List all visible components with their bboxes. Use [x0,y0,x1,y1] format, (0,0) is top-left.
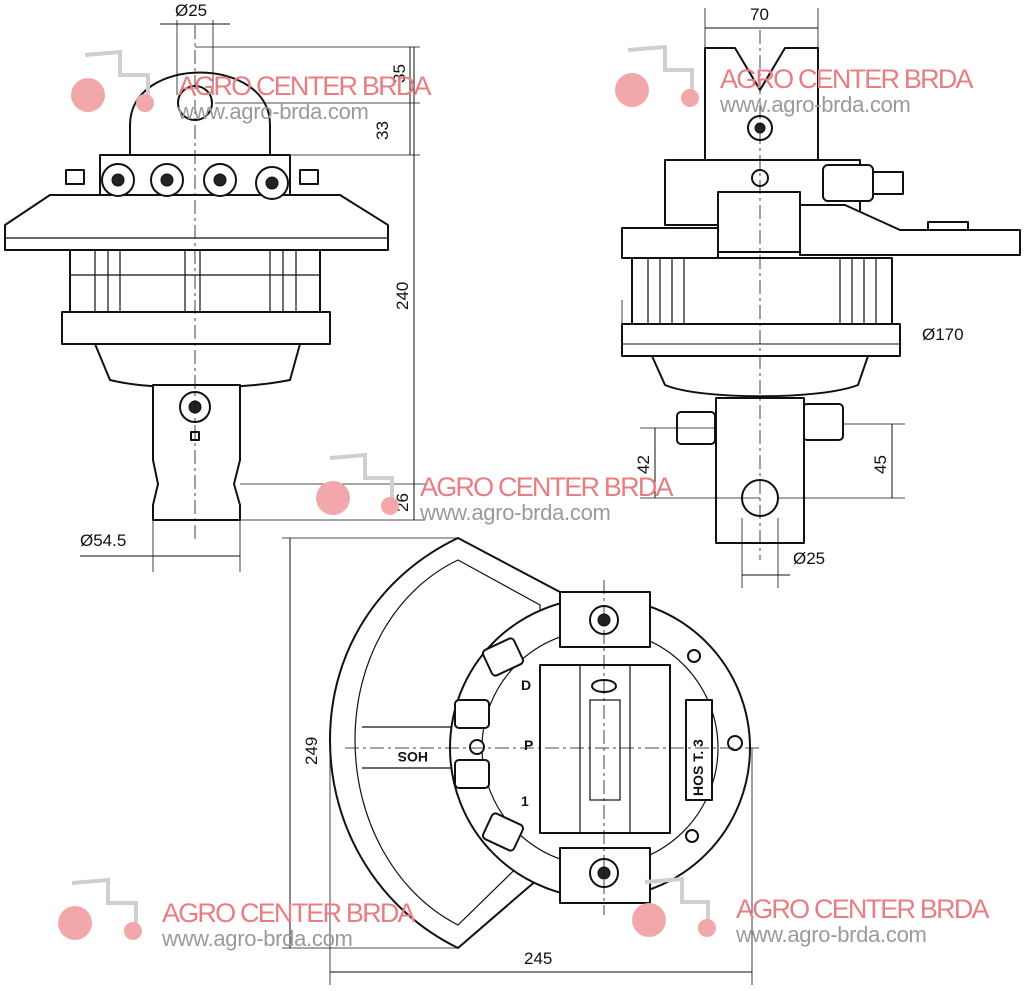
top-view-dimensions: 249 245 [282,537,753,985]
dim-side-45: 45 [871,455,890,474]
top-center-saddle [539,664,671,834]
watermark-brand: AGRO CENTER BRDA [420,472,674,502]
side-right-fitting [802,403,844,441]
tractor-icon [615,44,699,107]
side-body [631,257,893,325]
front-lower-flange [61,311,331,345]
front-view-dimensions: Ø25 35 33 240 26 Ø54.5 [80,1,425,572]
watermark-3: AGRO CENTER BRDA www.agro-brda.com [316,452,675,525]
tractor-icon [58,877,142,940]
watermark-url: www.agro-brda.com [735,922,927,947]
watermark-brand: AGRO CENTER BRDA [162,898,416,928]
dim-top-width: 245 [524,949,552,968]
dim-side-diameter: Ø170 [922,325,964,344]
top-plate-label: HOS [398,749,428,765]
dim-side-width: 70 [750,5,769,24]
side-shaft [715,397,805,544]
side-view-dimensions: 70 Ø170 42 45 Ø25 [621,5,964,588]
front-rotor-housing [94,343,301,389]
watermark-4: AGRO CENTER BRDA www.agro-brda.com [58,877,417,951]
side-lower-flange [621,323,901,357]
tractor-icon [71,49,154,112]
dim-front-33: 33 [373,121,392,140]
dim-top-height: 249 [302,737,321,765]
port-label-d: D [521,677,531,693]
front-flange [4,194,389,251]
front-view [4,25,389,540]
side-hydraulic-fitting [822,164,874,202]
dim-front-top-hole: Ø25 [175,1,207,20]
watermark-brand: AGRO CENTER BRDA [736,894,990,924]
dim-front-240: 240 [393,282,412,310]
watermark-url: www.agro-brda.com [177,99,369,124]
watermark-brand: AGRO CENTER BRDA [178,71,432,101]
dim-front-shaft: Ø54.5 [80,531,126,550]
watermark-2: AGRO CENTER BRDA www.agro-brda.com [615,44,975,117]
dim-front-35: 35 [390,64,409,83]
tractor-icon [632,876,716,937]
front-hydraulic-fittings [65,163,319,200]
side-mount-plate [799,204,1021,256]
watermark-5: AGRO CENTER BRDA www.agro-brda.com [632,876,991,947]
watermark-1: AGRO CENTER BRDA www.agro-brda.com [71,49,433,124]
watermark-brand: AGRO CENTER BRDA [720,64,974,94]
port-label-p: P [524,737,533,753]
dim-side-bottom-hole: Ø25 [793,549,825,568]
top-view: HOS D P 1 HOS T. 3 [329,537,760,949]
watermark-url: www.agro-brda.com [719,92,911,117]
port-label-1: 1 [521,793,529,809]
watermark-url: www.agro-brda.com [161,926,353,951]
top-hydraulic-fittings [454,637,525,852]
dim-side-42: 42 [634,455,653,474]
tractor-icon [316,452,399,515]
top-model-label: HOS T. 3 [690,739,706,796]
watermark-url: www.agro-brda.com [419,500,611,525]
